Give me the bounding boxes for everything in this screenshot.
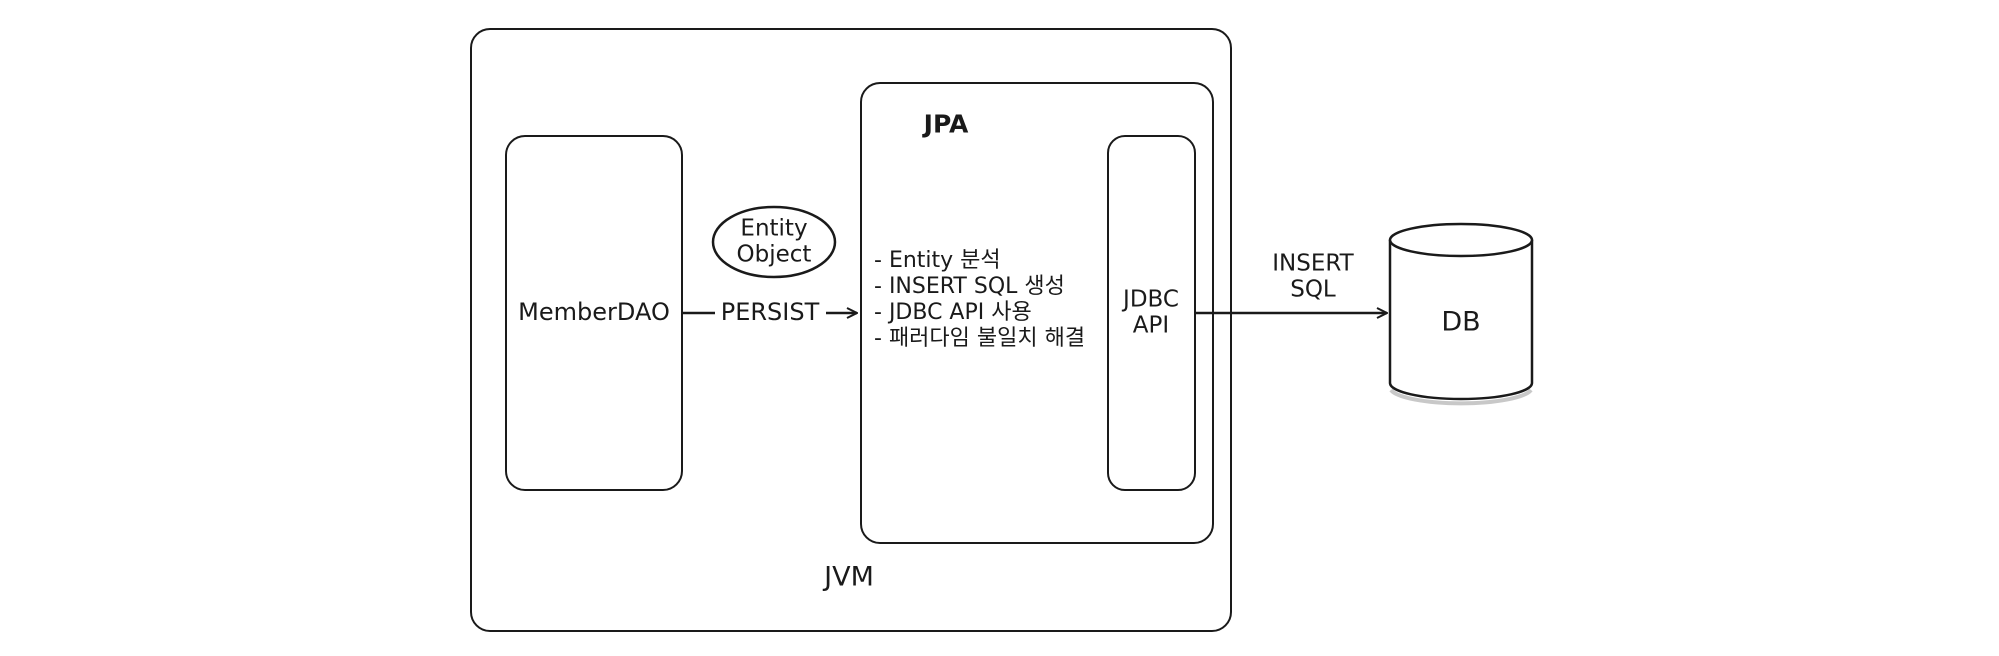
jpa-task-item: JDBC API 사용 xyxy=(874,300,1085,326)
member-dao-label: MemberDAO xyxy=(518,298,670,327)
member-dao-box xyxy=(505,135,683,491)
jdbc-api-box xyxy=(1107,135,1196,491)
jpa-task-item: INSERT SQL 생성 xyxy=(874,274,1085,300)
jvm-label: JVM xyxy=(824,561,874,593)
jdbc-api-label-line2: API xyxy=(1132,313,1170,339)
jdbc-api-label-line1: JDBC xyxy=(1123,286,1179,313)
entity-object-label: Entity Object xyxy=(737,216,812,269)
jpa-task-list: Entity 분석 INSERT SQL 생성 JDBC API 사용 패러다임… xyxy=(874,248,1085,352)
entity-object-ellipse xyxy=(711,205,837,279)
entity-object-label-line1: Entity xyxy=(740,215,808,242)
insert-sql-label-line1: INSERT xyxy=(1272,250,1354,277)
insert-sql-label-line2: SQL xyxy=(1290,277,1336,303)
jpa-title: JPA xyxy=(923,109,969,139)
insert-sql-label: INSERT SQL xyxy=(1272,251,1353,304)
jdbc-api-label: JDBC API xyxy=(1123,287,1179,340)
jpa-task-item: 패러다임 불일치 해결 xyxy=(874,326,1085,352)
jpa-task-item: Entity 분석 xyxy=(874,248,1085,274)
entity-object-label-line2: Object xyxy=(736,242,812,268)
db-label: DB xyxy=(1441,306,1481,338)
persist-label: PERSIST xyxy=(720,298,820,327)
db-cylinder-icon xyxy=(1388,222,1534,406)
